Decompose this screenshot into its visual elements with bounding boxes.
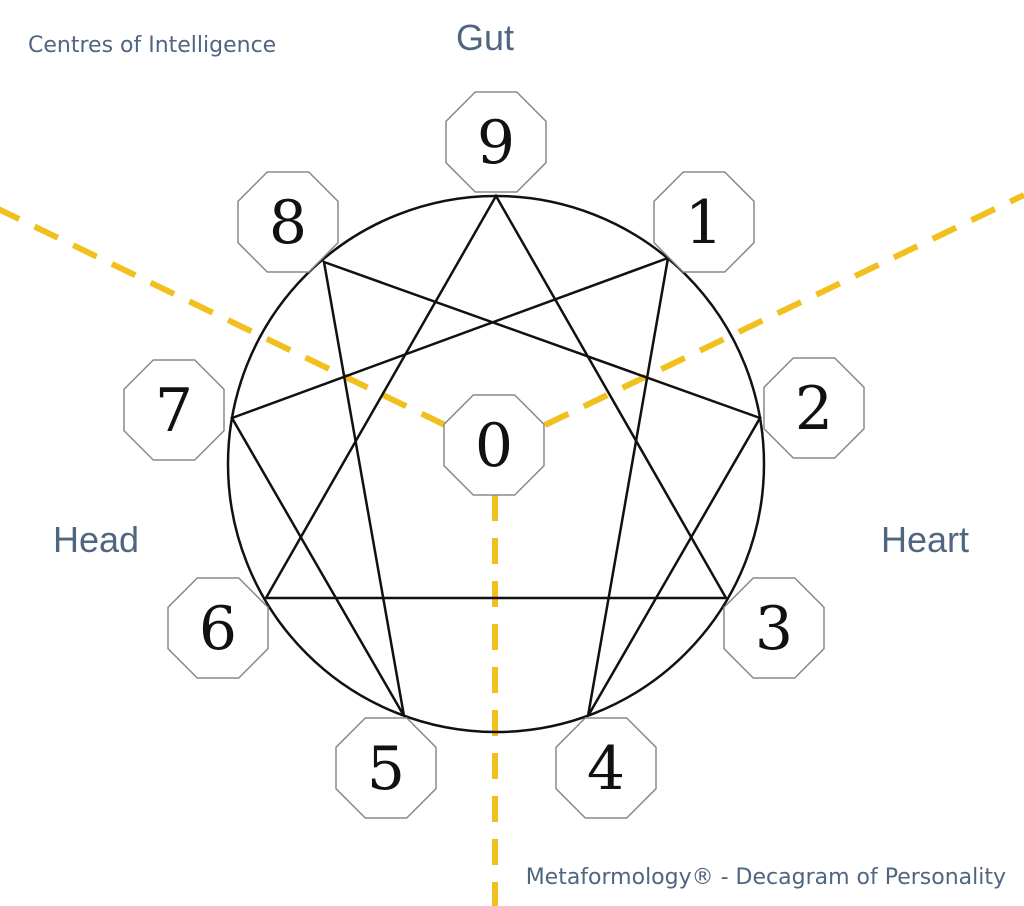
diagram-footer: Metaformology® - Decagram of Personality	[526, 865, 1006, 890]
octagon-shape	[763, 357, 865, 459]
type-node-9: 9	[445, 91, 547, 193]
octagon-shape	[445, 91, 547, 193]
type-node-2: 2	[763, 357, 865, 459]
heart-label: Heart	[881, 519, 969, 560]
head-label: Head	[53, 519, 139, 560]
diagram-title: Centres of Intelligence	[28, 33, 276, 58]
node-number: 7	[155, 376, 193, 446]
node-number: 0	[475, 411, 513, 481]
node-number: 8	[269, 188, 307, 258]
octagon-shape	[335, 717, 437, 819]
node-number: 2	[795, 374, 833, 444]
type-node-3: 3	[723, 577, 825, 679]
triangle-9-3-6	[263, 193, 729, 600]
octagon-shape	[167, 577, 269, 679]
hexad-1-4-2-8-5-7	[230, 256, 762, 717]
octagon-shape	[723, 577, 825, 679]
octagon-shape	[653, 171, 755, 273]
type-node-6: 6	[167, 577, 269, 679]
octagon-shape	[123, 359, 225, 461]
octagon-shape	[555, 717, 657, 819]
divider-gut-heart	[543, 192, 1024, 428]
node-number: 9	[477, 108, 515, 178]
node-number: 6	[199, 594, 237, 664]
type-node-8: 8	[237, 171, 339, 273]
node-number: 4	[587, 734, 625, 804]
center-dividers	[0, 192, 1024, 906]
type-node-1: 1	[653, 171, 755, 273]
octagon-shape	[443, 394, 545, 496]
node-number: 5	[367, 734, 405, 804]
node-number: 3	[755, 594, 793, 664]
type-node-4: 4	[555, 717, 657, 819]
type-node-7: 7	[123, 359, 225, 461]
center-node-0: 0	[443, 394, 545, 496]
node-number: 1	[685, 188, 723, 258]
type-node-5: 5	[335, 717, 437, 819]
octagon-shape	[237, 171, 339, 273]
gut-label: Gut	[456, 17, 514, 58]
node-layer: 9 1 2 3 4 5 6 7 8 0	[123, 91, 865, 819]
